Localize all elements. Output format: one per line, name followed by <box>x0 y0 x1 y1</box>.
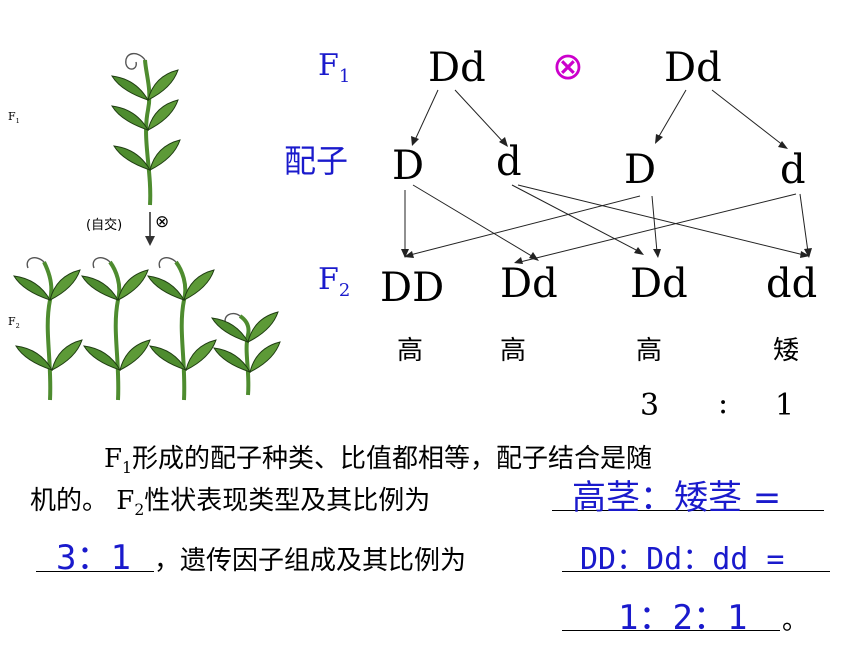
arrow-gd1-Dd3 <box>511 184 641 253</box>
answer-ratio-1-2-1: 1：2：1 <box>618 598 748 638</box>
offspring-dd: dd <box>766 261 818 307</box>
cross-arrows <box>404 89 809 263</box>
gamete-label: 配子 <box>284 142 349 180</box>
answer-ratio-3-1: 3：1 <box>56 538 131 578</box>
ratio-left: 3 <box>640 388 660 423</box>
f1-tag: F1 <box>8 110 20 126</box>
f2-plant-3-icon <box>147 257 217 401</box>
blank-underline-4 <box>562 630 780 631</box>
arrow-gD2-DD <box>409 195 641 256</box>
arrow-gd2-dd <box>799 193 809 253</box>
f2-plant-2-icon <box>81 257 151 401</box>
arrow-gd2-Dd2 <box>519 193 797 263</box>
answer-phenotype-ratio: 高茎：矮茎 = <box>572 478 782 518</box>
gamete-d-1: d <box>496 139 522 185</box>
parent2-genotype: Dd <box>664 45 722 91</box>
statement-line-3: ，遗传因子组成及其比例为 <box>154 546 467 576</box>
end-mark: 。 <box>782 606 809 636</box>
phenotype-3: 高 <box>636 336 663 366</box>
selfing-arrowhead <box>145 236 155 246</box>
arrow-gD1-Dd2 <box>412 184 536 259</box>
blank-underline-2 <box>36 571 154 572</box>
gamete-D-2: D <box>624 147 657 193</box>
f2-tag: F2 <box>8 315 20 331</box>
offspring-Dd-1: Dd <box>500 261 558 307</box>
arrow-p1-d <box>454 89 506 145</box>
cross-arrowheads <box>401 134 812 264</box>
f2-generation-label: F2 <box>318 262 351 301</box>
arrow-p1-D <box>414 89 439 141</box>
f1-generation-label: F1 <box>318 48 351 87</box>
arrow-p2-d <box>711 89 785 147</box>
ratio-right: 1 <box>775 388 795 423</box>
blank-underline-1 <box>552 510 824 511</box>
arrow-gD2-Dd3 <box>651 195 658 253</box>
offspring-Dd-2: Dd <box>630 261 688 307</box>
selfing-cross-icon: ⊗ <box>155 212 170 232</box>
arrow-p2-D <box>657 89 687 139</box>
f2-plant-1-icon <box>13 257 83 401</box>
phenotype-1: 高 <box>397 336 424 366</box>
statement-line-2: 机的。 F2性状表现类型及其比例为 <box>30 486 431 520</box>
offspring-DD: DD <box>380 265 445 311</box>
statement-line-1: F1形成的配子种类、比值都相等，配子结合是随 <box>104 444 652 478</box>
gamete-D-1: D <box>392 143 425 189</box>
answer-genotype-ratio: DD：Dd：dd = <box>580 542 785 577</box>
gamete-d-2: d <box>780 147 806 193</box>
phenotype-2: 高 <box>500 336 527 366</box>
arrow-gd1-dd <box>517 184 805 256</box>
parent1-genotype: Dd <box>428 45 486 91</box>
selfing-label: (自交) <box>86 218 123 233</box>
phenotype-4: 矮 <box>773 336 800 366</box>
ratio-separator: : <box>718 386 729 421</box>
f1-plant-icon <box>111 53 181 206</box>
cross-symbol-icon: ⊗ <box>552 44 584 88</box>
blank-underline-3 <box>562 571 830 572</box>
f2-plant-dwarf-icon <box>211 311 281 396</box>
plant-illustration: F1 F2 (自交) ⊗ <box>0 40 270 420</box>
